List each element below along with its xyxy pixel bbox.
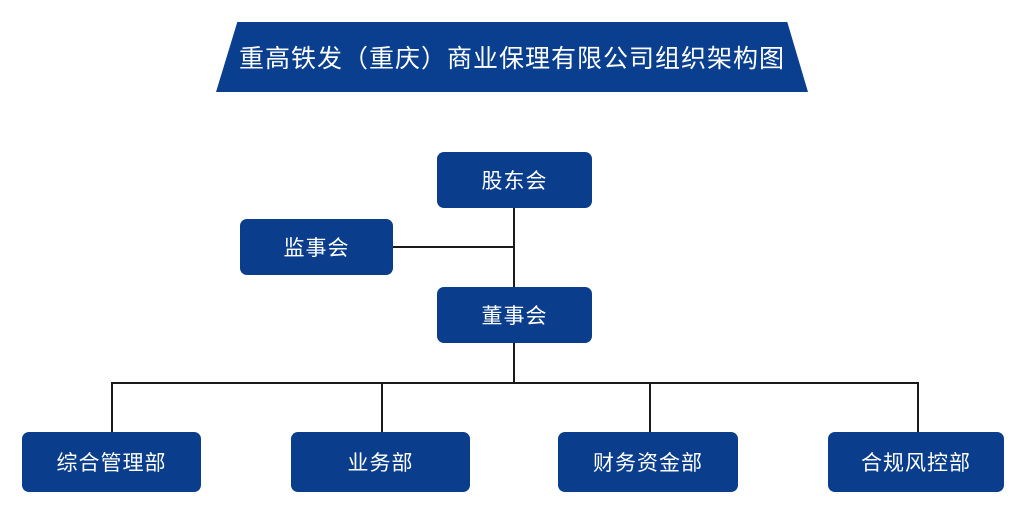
connector-drop-general-admin bbox=[111, 382, 113, 432]
chart-title-banner: 重高铁发（重庆）商业保理有限公司组织架构图 bbox=[216, 22, 808, 92]
node-directors-label: 董事会 bbox=[481, 305, 548, 328]
node-compliance-dept[interactable]: 合规风控部 bbox=[828, 432, 1004, 492]
connector-directors-bus bbox=[513, 343, 515, 384]
connector-drop-compliance bbox=[917, 382, 919, 432]
node-supervisors[interactable]: 监事会 bbox=[240, 219, 393, 275]
node-shareholders-label: 股东会 bbox=[481, 170, 548, 193]
banner-parallelogram bbox=[216, 22, 808, 92]
node-general-admin-dept[interactable]: 综合管理部 bbox=[22, 432, 201, 492]
connector-department-bus bbox=[111, 382, 919, 384]
node-general-admin-dept-label: 综合管理部 bbox=[56, 452, 167, 475]
node-directors[interactable]: 董事会 bbox=[437, 287, 592, 343]
connector-drop-business bbox=[381, 382, 383, 432]
node-compliance-dept-label: 合规风控部 bbox=[861, 452, 971, 475]
node-finance-dept-label: 财务资金部 bbox=[593, 452, 703, 475]
connector-shareholders-directors bbox=[513, 208, 515, 287]
node-supervisors-label: 监事会 bbox=[283, 237, 350, 260]
page-title: 重高铁发（重庆）商业保理有限公司组织架构图 bbox=[238, 45, 785, 73]
node-shareholders[interactable]: 股东会 bbox=[437, 152, 592, 208]
node-finance-dept[interactable]: 财务资金部 bbox=[558, 432, 738, 492]
node-business-dept-label: 业务部 bbox=[347, 452, 414, 475]
connector-drop-finance bbox=[649, 382, 651, 432]
connector-supervisors-trunk bbox=[393, 246, 514, 248]
node-business-dept[interactable]: 业务部 bbox=[291, 432, 470, 492]
